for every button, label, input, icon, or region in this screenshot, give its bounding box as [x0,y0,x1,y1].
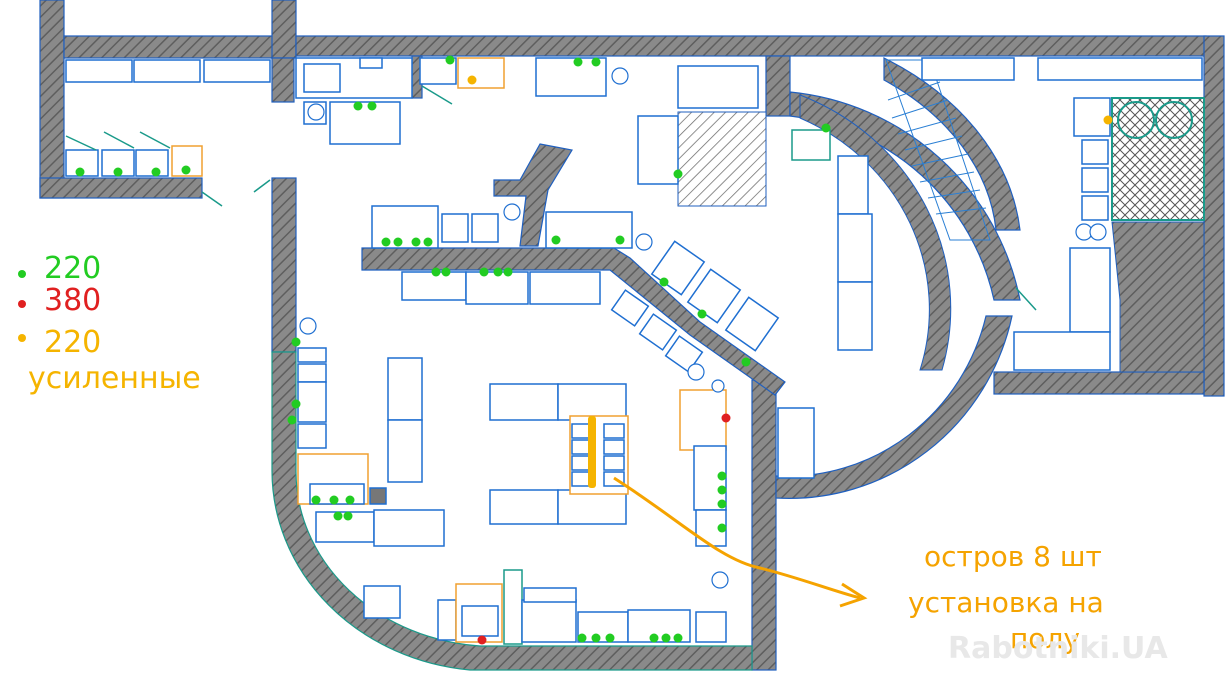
annotation-line-3: полу [1010,622,1080,655]
staircase [885,59,991,241]
round-tank-left [1117,101,1155,139]
legend-label-reinforced: усиленные [28,361,201,396]
walls [39,0,1225,671]
annotation-arrowhead [839,582,868,608]
legend-label-220-reinforced: 220 [44,325,101,360]
annotation-line-2: установка на [908,586,1104,619]
outlets-220 [75,55,831,643]
round-hall-lower-wall [775,315,1013,499]
column-block [677,111,767,207]
island-annotation: остров 8 шт установка на полу [908,540,1104,655]
curved-partition [493,143,573,247]
legend-marker-380 [18,300,26,308]
legend-label-220: 220 [44,251,101,286]
stairs-arc [799,94,952,371]
legend-label-380: 380 [44,283,101,318]
outlets-220-reinforced [467,75,1113,488]
annotation-line-1: остров 8 шт [924,540,1102,573]
door-swings [65,85,1037,311]
curved-wall-bottom [271,351,753,671]
legend-marker-220 [18,270,26,278]
cross-hatched-platform [1111,97,1205,221]
bar-counter-wall [361,247,786,396]
circle-symbols [299,67,1107,589]
watermark: Rabotniki.UA [948,631,1168,666]
round-tank-right [1155,101,1193,139]
annotation-arrow [613,476,861,600]
round-hall-inner-wall [883,57,1021,231]
right-hatched-area [1111,221,1205,373]
outlets-380 [477,413,731,645]
legend-marker-220-reinforced [18,334,26,342]
legend: 220 380 220 усиленные [18,251,201,396]
